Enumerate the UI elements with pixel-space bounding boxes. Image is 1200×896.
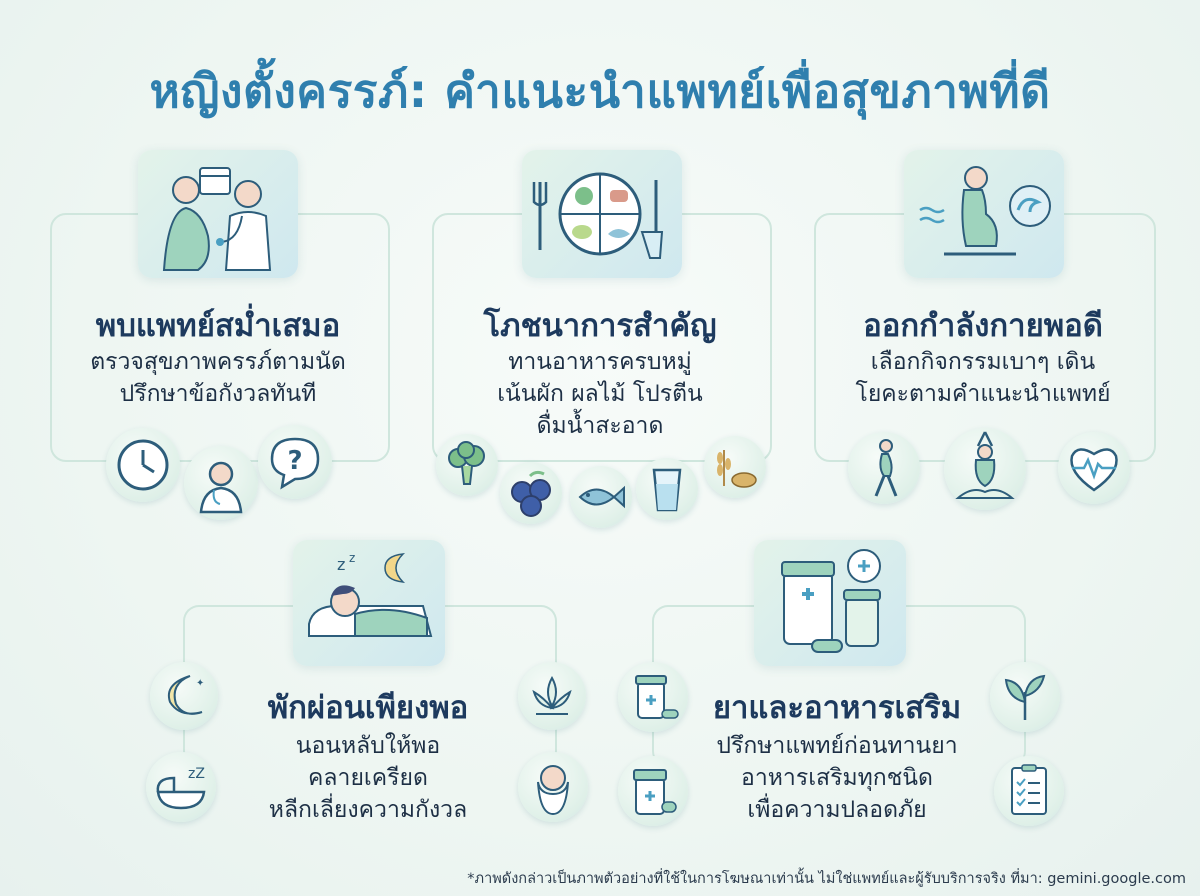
- card-line: อาหารเสริมทุกชนิด: [741, 765, 933, 791]
- sleeping-woman-icon: z z: [293, 540, 445, 666]
- card-line: ปรึกษาข้อกังวลทันที: [119, 381, 317, 407]
- card-line: ดื่มน้ำสะอาด: [536, 413, 664, 439]
- yoga-icon: [944, 428, 1026, 510]
- card-line: คลายเครียด: [308, 765, 428, 791]
- card-text-rest: นอนหลับให้พอ คลายเครียด หลีกเลี่ยงความกั…: [183, 730, 553, 826]
- page-title: หญิงตั้งครรภ์: คำแนะนำแพทย์เพื่อสุขภาพที…: [149, 64, 1051, 118]
- broccoli-icon: [436, 434, 498, 496]
- card-title-nutrition: โภชนาการสำคัญ: [483, 308, 717, 344]
- doctor-icon: [184, 446, 258, 520]
- question-bubble-icon: ?: [258, 425, 332, 499]
- doctor-consultation-icon: [138, 150, 298, 278]
- card-line: หลีกเลี่ยงความกังวล: [268, 797, 468, 823]
- prenatal-exercise-icon: [904, 150, 1064, 278]
- card-title-checkup: พบแพทย์สม่ำเสมอ: [95, 308, 341, 344]
- card-line: ทานอาหารครบหมู่: [508, 349, 692, 375]
- svg-text:z: z: [349, 551, 355, 565]
- card-line: ตรวจสุขภาพครรภ์ตามนัด: [90, 349, 346, 375]
- card-title-rest: พักผ่อนเพียงพอ: [267, 690, 469, 726]
- card-text-nutrition: ทานอาหารครบหมู่ เน้นผัก ผลไม้ โปรตีน ดื่…: [432, 346, 768, 442]
- card-line: โยคะตามคำแนะนำแพทย์: [855, 381, 1111, 407]
- medicine-bottle-icon: [618, 756, 688, 826]
- water-glass-icon: [636, 458, 698, 520]
- fish-icon: [570, 466, 632, 528]
- leaf-icon: [990, 662, 1060, 732]
- pill-bottle-icon: [618, 662, 688, 732]
- medicine-bottles-icon: [754, 540, 906, 666]
- card-text-exercise: เลือกกิจกรรมเบาๆ เดิน โยคะตามคำแนะนำแพทย…: [814, 346, 1152, 410]
- card-line: เน้นผัก ผลไม้ โปรตีน: [497, 381, 703, 407]
- moon-icon: ✦: [150, 662, 218, 730]
- grains-icon: [704, 436, 766, 498]
- svg-text:✦: ✦: [196, 678, 204, 689]
- heartbeat-icon: [1058, 432, 1130, 504]
- card-title-exercise: ออกกำลังกายพอดี: [863, 308, 1103, 344]
- card-line: เลือกกิจกรรมเบาๆ เดิน: [870, 349, 1096, 375]
- walking-icon: [848, 432, 920, 504]
- svg-text:zZ: zZ: [188, 766, 205, 782]
- footnote-disclaimer: *ภาพดังกล่าวเป็นภาพตัวอย่างที่ใช้ในการโฆ…: [467, 871, 1186, 887]
- card-line: นอนหลับให้พอ: [295, 733, 441, 759]
- lotus-icon: [518, 662, 586, 730]
- card-text-checkup: ตรวจสุขภาพครรภ์ตามนัด ปรึกษาข้อกังวลทันท…: [50, 346, 386, 410]
- card-title-medicine: ยาและอาหารเสริม: [712, 690, 962, 726]
- blueberries-icon: [500, 462, 562, 524]
- balanced-plate-icon: [522, 150, 682, 278]
- svg-text:z: z: [337, 555, 345, 574]
- checklist-icon: [994, 756, 1064, 826]
- card-line: เพื่อความปลอดภัย: [747, 797, 927, 823]
- crib-icon: zZ: [146, 752, 216, 822]
- svg-text:?: ?: [287, 446, 302, 476]
- clock-icon: [106, 428, 180, 502]
- card-line: ปรึกษาแพทย์ก่อนทานยา: [716, 733, 958, 759]
- card-text-medicine: ปรึกษาแพทย์ก่อนทานยา อาหารเสริมทุกชนิด เ…: [652, 730, 1022, 826]
- baby-icon: [518, 752, 588, 822]
